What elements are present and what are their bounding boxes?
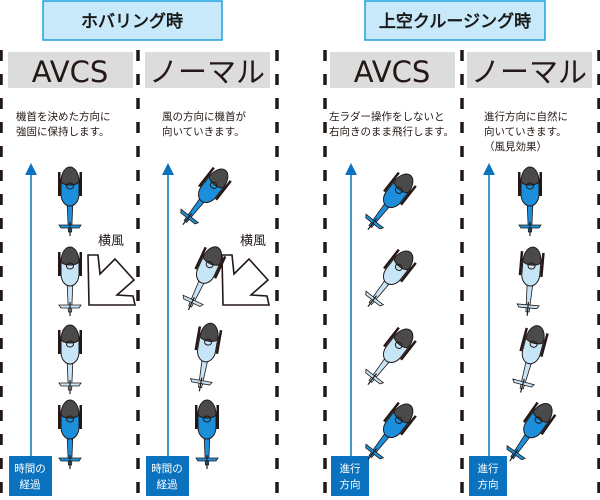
desc-hover-normal-line1: 風の方向に機首が [162,110,246,123]
axis-hover-avcs: 時間の 経過 [9,163,52,496]
helicopter-icon [514,245,546,318]
column-headers: AVCS ノーマル AVCS ノーマル [8,52,592,89]
axis-label-line2: 経過 [157,478,178,491]
helicopter-icon [57,324,83,395]
helicopter-icon [357,244,421,315]
hover-title-box: ホバリング時 [42,0,223,41]
helicopters-cruise-normal [499,166,560,469]
crosswind-label: 横風 [98,234,124,249]
desc-cruise-avcs-line1: 左ラダー操作をしないと [329,110,445,123]
desc-cruise-avcs-line2: 右向きのまま飛行します。 [329,125,454,138]
helicopters-hover-avcs [57,166,83,470]
desc-cruise-normal-line1: 進行方向に自然に [484,110,568,123]
arrow-up-icon [25,163,37,175]
helicopter-icon [176,241,230,316]
header-hover-normal: ノーマル [149,55,265,89]
cruise-title: 上空クルージング時 [379,11,531,32]
desc-cruise-normal-line2: 向いていきます。 [484,125,567,138]
axis-label-line1: 進行 [340,462,361,475]
crosswind-hover-avcs: 横風 [87,234,136,306]
helicopter-icon [357,167,421,238]
helicopter-icon [357,322,421,393]
arrow-up-icon [162,163,174,175]
header-cruise-avcs: AVCS [354,55,430,89]
helicopters-hover-normal [172,162,236,470]
desc-hover-avcs-line1: 機首を決めた方向に [16,110,111,123]
column-dividers [0,50,600,500]
helicopter-icon [186,320,224,395]
wind-arrow-icon [221,254,270,306]
descriptions: 機首を決めた方向に 強固に保持します。 風の方向に機首が 向いていきます。 左ラ… [16,110,568,153]
helicopter-icon [517,166,543,237]
helicopter-icon [499,397,560,469]
axis-label-line1: 時間の [14,463,46,475]
helicopters-cruise-avcs [357,167,421,468]
axis-cruise-normal: 進行 方向 [469,163,507,496]
header-hover-avcs: AVCS [32,55,108,89]
helicopter-icon [508,322,551,397]
axis-label-line2: 方向 [478,478,499,491]
desc-hover-avcs-line2: 強固に保持します。 [16,125,109,138]
axis-label-line1: 進行 [478,462,499,475]
axis-hover-normal: 時間の 経過 [146,163,189,496]
helicopter-icon [57,399,83,470]
arrow-up-icon [483,163,495,175]
cruise-title-box: 上空クルージング時 [364,0,546,41]
helicopter-icon [57,166,83,237]
desc-hover-normal-line2: 向いていきます。 [162,125,245,138]
header-cruise-normal: ノーマル [471,55,587,89]
helicopter-icon [194,399,220,470]
axis-label-line1: 時間の [151,463,183,475]
wind-arrow-icon [87,254,136,306]
helicopter-icon [172,162,236,233]
desc-cruise-normal-line3: （風見効果） [484,140,547,153]
crosswind-label: 横風 [240,234,266,249]
axis-label-line2: 経過 [20,478,41,491]
axis-cruise-avcs: 進行 方向 [331,163,369,496]
hover-title: ホバリング時 [81,11,183,32]
crosswind-hover-normal: 横風 [221,234,270,306]
helicopter-icon [57,246,83,317]
axis-label-line2: 方向 [340,478,361,491]
arrow-up-icon [345,163,357,175]
